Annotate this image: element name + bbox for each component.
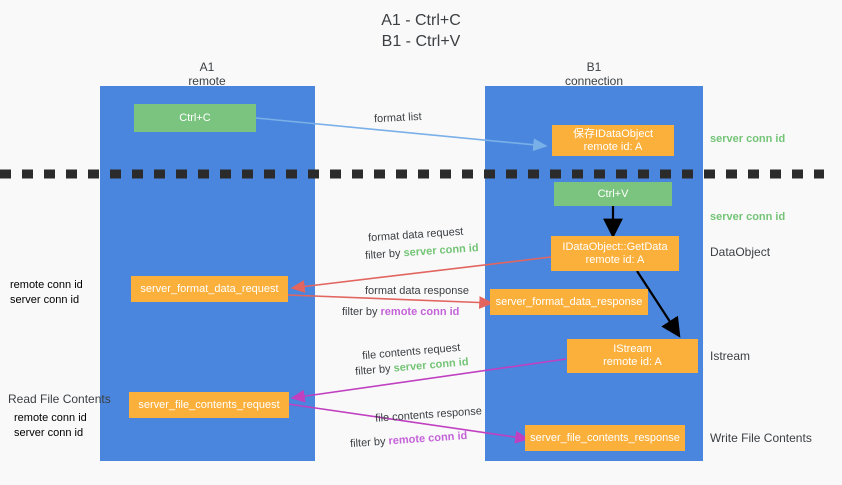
box-istream-line2: remote id: A: [603, 356, 662, 368]
column-header-a1: A1 remote: [97, 60, 317, 88]
box-save-idataobject-line1: 保存IDataObject: [572, 127, 654, 140]
box-ctrl-c-label: Ctrl+C: [179, 111, 211, 124]
filter-by-text-2: filter by: [342, 306, 378, 318]
remote-conn-id-inline-2: remote conn id: [388, 429, 468, 448]
edge-label-filter-by-remote-conn-id-1: filter by remote conn id: [342, 305, 459, 319]
box-ctrl-v[interactable]: Ctrl+V: [554, 182, 672, 206]
filter-by-text-1: filter by: [364, 247, 401, 262]
box-ctrl-v-label: Ctrl+V: [597, 187, 629, 200]
filter-by-text-4: filter by: [349, 435, 386, 451]
box-save-idataobject-line2: remote id: A: [583, 140, 643, 153]
annotation-istream: Istream: [710, 349, 751, 363]
box-server-file-contents-request[interactable]: server_file_contents_request: [129, 392, 289, 418]
box-server-format-data-request[interactable]: server_format_data_request: [131, 276, 288, 302]
box-save-idataobject[interactable]: 保存IDataObject remote id: A: [552, 125, 674, 156]
box-ctrl-c[interactable]: Ctrl+C: [134, 104, 256, 132]
server-conn-id-inline-1: server conn id: [403, 242, 480, 260]
remote-conn-id-inline-1: remote conn id: [380, 306, 460, 318]
title-line-2: B1 - Ctrl+V: [381, 33, 461, 50]
annotation-dataobject: DataObject: [710, 245, 771, 259]
box-server-file-contents-response-label: server_file_contents_response: [530, 431, 680, 444]
box-server-format-data-request-label: server_format_data_request: [140, 282, 279, 295]
box-idataobject-getdata-line2: remote id: A: [585, 253, 645, 266]
annotation-read-file-contents: Read File Contents: [8, 392, 111, 406]
annotation-server-conn-id-upper: server conn id: [10, 294, 80, 306]
box-server-file-contents-response[interactable]: server_file_contents_response: [525, 425, 685, 451]
title-line-1: A1 - Ctrl+C: [381, 12, 461, 29]
box-idataobject-getdata-line1: IDataObject::GetData: [562, 240, 668, 253]
edge-label-file-contents-response: file contents response: [374, 405, 483, 425]
page-title: A1 - Ctrl+C B1 - Ctrl+V: [0, 10, 842, 52]
column-b1-sub: connection: [564, 74, 624, 88]
box-server-format-data-response[interactable]: server_format_data_response: [490, 289, 648, 315]
column-a1-sub: remote: [188, 74, 226, 88]
edge-label-filter-by-remote-conn-id-2: filter by remote conn id: [350, 429, 468, 451]
box-server-file-contents-request-label: server_file_contents_request: [138, 398, 280, 411]
filter-by-text-3: filter by: [354, 362, 392, 378]
annotation-server-conn-id-lower: server conn id: [14, 427, 84, 439]
column-a1-name: A1: [199, 60, 215, 74]
annotation-remote-conn-id-upper: remote conn id: [10, 279, 83, 291]
annotation-remote-conn-id-lower: remote conn id: [14, 412, 87, 424]
box-istream[interactable]: IStream remote id: A: [567, 339, 698, 373]
annotation-write-file-contents: Write File Contents: [710, 431, 812, 445]
column-b1-name: B1: [586, 60, 602, 74]
annotation-conn-ids-upper: remote conn id server conn id: [10, 278, 83, 308]
box-istream-line1: IStream: [613, 343, 652, 355]
annotation-conn-ids-lower: remote conn id server conn id: [14, 411, 87, 441]
box-idataobject-getdata[interactable]: IDataObject::GetData remote id: A: [551, 236, 679, 271]
column-header-b1: B1 connection: [484, 60, 704, 88]
box-server-format-data-response-label: server_format_data_response: [495, 295, 643, 308]
edge-label-format-list: format list: [373, 110, 422, 126]
annotation-server-conn-id-2: server conn id: [710, 211, 786, 223]
edge-label-format-data-response: format data response: [365, 285, 469, 297]
annotation-server-conn-id-1: server conn id: [710, 133, 786, 145]
